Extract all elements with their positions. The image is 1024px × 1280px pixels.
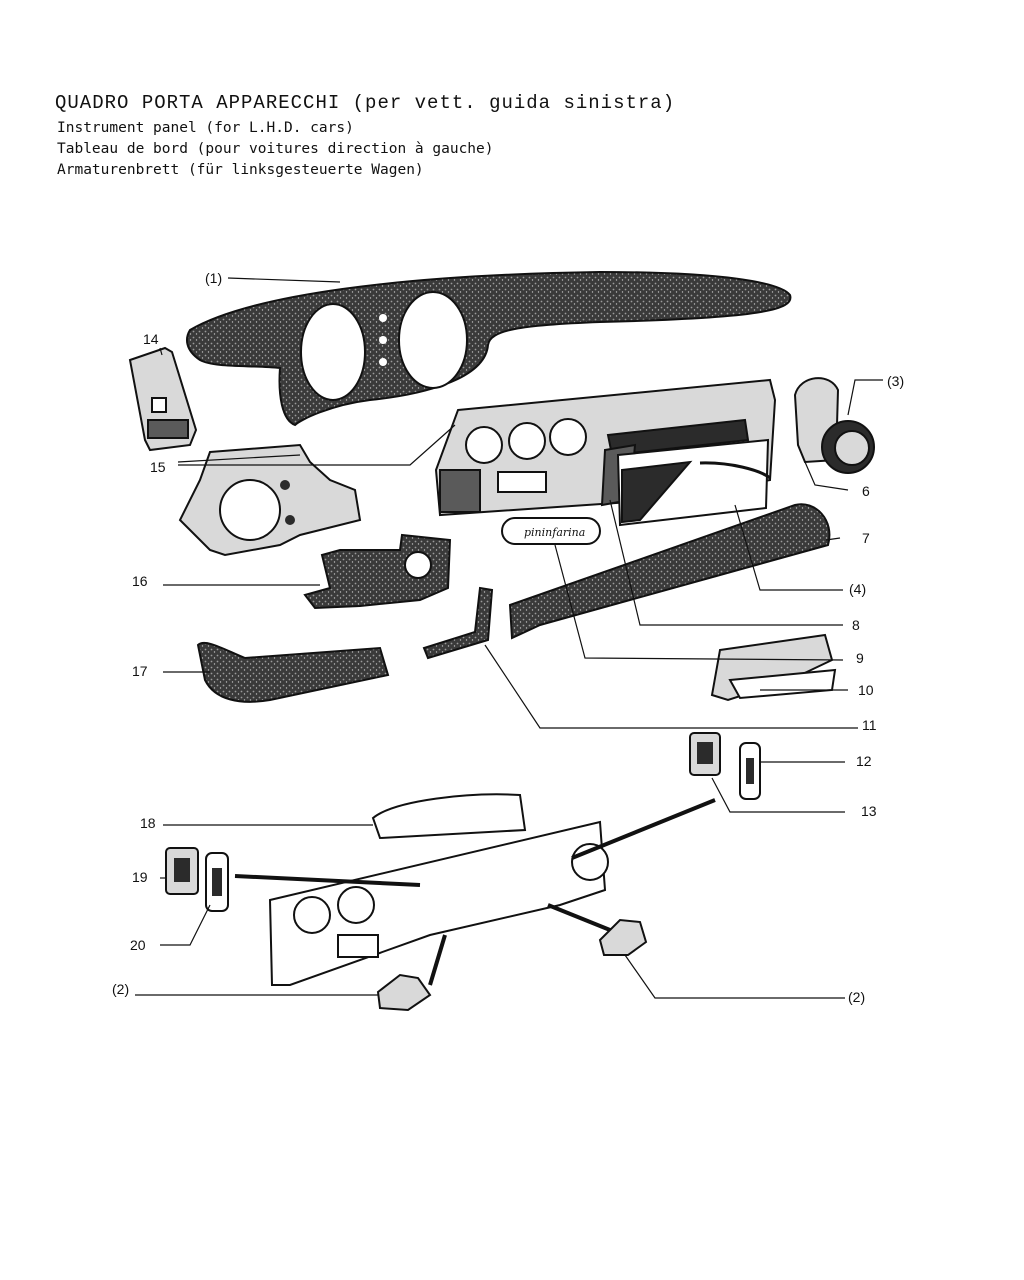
part-switch-plates-12-13 xyxy=(689,732,761,800)
part-badge-9: pininfarina xyxy=(501,517,601,545)
callout-7: 7 xyxy=(862,530,870,546)
callout-19: 19 xyxy=(132,869,148,885)
callout-15: 15 xyxy=(150,459,166,475)
callout-20: 20 xyxy=(130,937,146,953)
title-german: Armaturenbrett (für linksgesteuerte Wage… xyxy=(57,162,424,178)
part-glovebox-lid-4 xyxy=(600,418,770,527)
part-switch-plates-19-20 xyxy=(165,847,229,912)
title-italian: QUADRO PORTA APPARECCHI (per vett. guida… xyxy=(55,92,676,114)
title-block: QUADRO PORTA APPARECCHI (per vett. guida… xyxy=(55,92,675,183)
callout-13: 13 xyxy=(861,803,877,819)
leader-lines xyxy=(135,277,883,999)
part-trim-rail-7 xyxy=(508,503,831,640)
callout-8: 8 xyxy=(852,617,860,633)
callout-6: 6 xyxy=(862,483,870,499)
part-cigar-lighter-3 xyxy=(793,377,875,474)
callout-16: 16 xyxy=(132,573,148,589)
callout-4: (4) xyxy=(849,581,866,597)
part-trim-16 xyxy=(303,533,452,610)
title-french: Tableau de bord (pour voitures direction… xyxy=(57,141,494,157)
part-support-clips-2 xyxy=(376,918,648,1012)
part-bracket-14 xyxy=(128,346,198,452)
badge-script: pininfarina xyxy=(524,526,585,539)
part-bracket-10 xyxy=(710,633,837,702)
assembly-arrows xyxy=(234,461,771,986)
part-dashboard-top-pad xyxy=(186,270,792,427)
part-left-panel-15 xyxy=(178,443,362,557)
callout-9: 9 xyxy=(856,650,864,666)
callout-18: 18 xyxy=(140,815,156,831)
part-glovebox-18-assembly xyxy=(268,793,609,986)
callout-12: 12 xyxy=(856,753,872,769)
callout-2-right: (2) xyxy=(848,989,865,1005)
part-trim-17 xyxy=(196,641,390,703)
callout-11: 11 xyxy=(862,717,877,733)
callout-10: 10 xyxy=(858,682,874,698)
callout-labels: (1) (3) 6 7 (4) 8 9 10 11 12 13 14 15 16… xyxy=(112,270,904,1005)
callout-17: 17 xyxy=(132,663,148,679)
callout-3: (3) xyxy=(887,373,904,389)
callout-2-left: (2) xyxy=(112,981,129,997)
title-english: Instrument panel (for L.H.D. cars) xyxy=(57,120,354,136)
callout-14: 14 xyxy=(143,331,159,347)
part-trim-strip-11 xyxy=(422,586,494,660)
callout-1: (1) xyxy=(205,270,222,286)
